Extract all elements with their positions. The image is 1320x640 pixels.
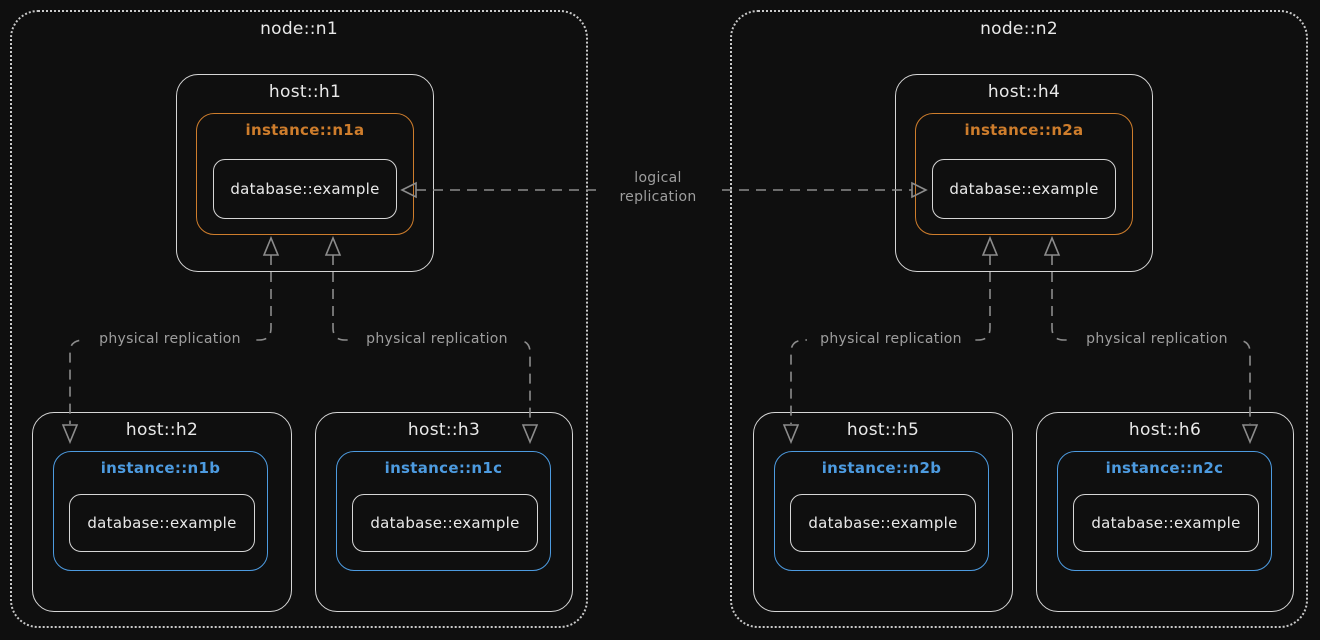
instance-n1a-title: instance::n1a xyxy=(245,121,365,139)
instance-n1b-box: instance::n1b database::example xyxy=(53,451,268,571)
physical-replication-label-h6: physical replication xyxy=(1073,330,1241,348)
host-h2-box: host::h2 instance::n1b database::example xyxy=(32,412,292,612)
instance-n2a-box: instance::n2a database::example xyxy=(915,113,1133,235)
database-example-h2: database::example xyxy=(69,494,255,552)
instance-n1c-title: instance::n1c xyxy=(384,459,503,477)
node-n2-box: node::n2 host::h4 instance::n2a database… xyxy=(730,10,1308,628)
host-h6-box: host::h6 instance::n2c database::example xyxy=(1036,412,1294,612)
physical-replication-label-h2: physical replication xyxy=(86,330,254,348)
logical-replication-label-line1: logical xyxy=(634,170,682,186)
host-h3-box: host::h3 instance::n1c database::example xyxy=(315,412,573,612)
database-example-h4: database::example xyxy=(932,159,1116,219)
node-n1-title: node::n1 xyxy=(260,19,338,39)
instance-n2a-title: instance::n2a xyxy=(964,121,1084,139)
host-h4-title: host::h4 xyxy=(987,82,1061,102)
host-h1-box: host::h1 instance::n1a database::example xyxy=(176,74,434,272)
database-example-h6: database::example xyxy=(1073,494,1259,552)
host-h3-title: host::h3 xyxy=(407,420,481,440)
database-example-h5: database::example xyxy=(790,494,976,552)
host-h2-title: host::h2 xyxy=(125,420,199,440)
instance-n2c-title: instance::n2c xyxy=(1105,459,1224,477)
instance-n1b-title: instance::n1b xyxy=(100,459,221,477)
physical-replication-label-h3: physical replication xyxy=(353,330,521,348)
database-example-h3: database::example xyxy=(352,494,538,552)
logical-replication-label-line2: replication xyxy=(619,189,697,205)
physical-replication-label-h5: physical replication xyxy=(807,330,975,348)
host-h5-box: host::h5 instance::n2b database::example xyxy=(753,412,1013,612)
host-h4-box: host::h4 instance::n2a database::example xyxy=(895,74,1153,272)
instance-n2c-box: instance::n2c database::example xyxy=(1057,451,1272,571)
host-h1-title: host::h1 xyxy=(268,82,342,102)
database-example-h1: database::example xyxy=(213,159,397,219)
instance-n2b-box: instance::n2b database::example xyxy=(774,451,989,571)
instance-n1c-box: instance::n1c database::example xyxy=(336,451,551,571)
host-h5-title: host::h5 xyxy=(846,420,920,440)
logical-replication-label: logical replication xyxy=(600,169,716,207)
host-h6-title: host::h6 xyxy=(1128,420,1202,440)
instance-n2b-title: instance::n2b xyxy=(821,459,942,477)
instance-n1a-box: instance::n1a database::example xyxy=(196,113,414,235)
node-n1-box: node::n1 host::h1 instance::n1a database… xyxy=(10,10,588,628)
node-n2-title: node::n2 xyxy=(980,19,1058,39)
